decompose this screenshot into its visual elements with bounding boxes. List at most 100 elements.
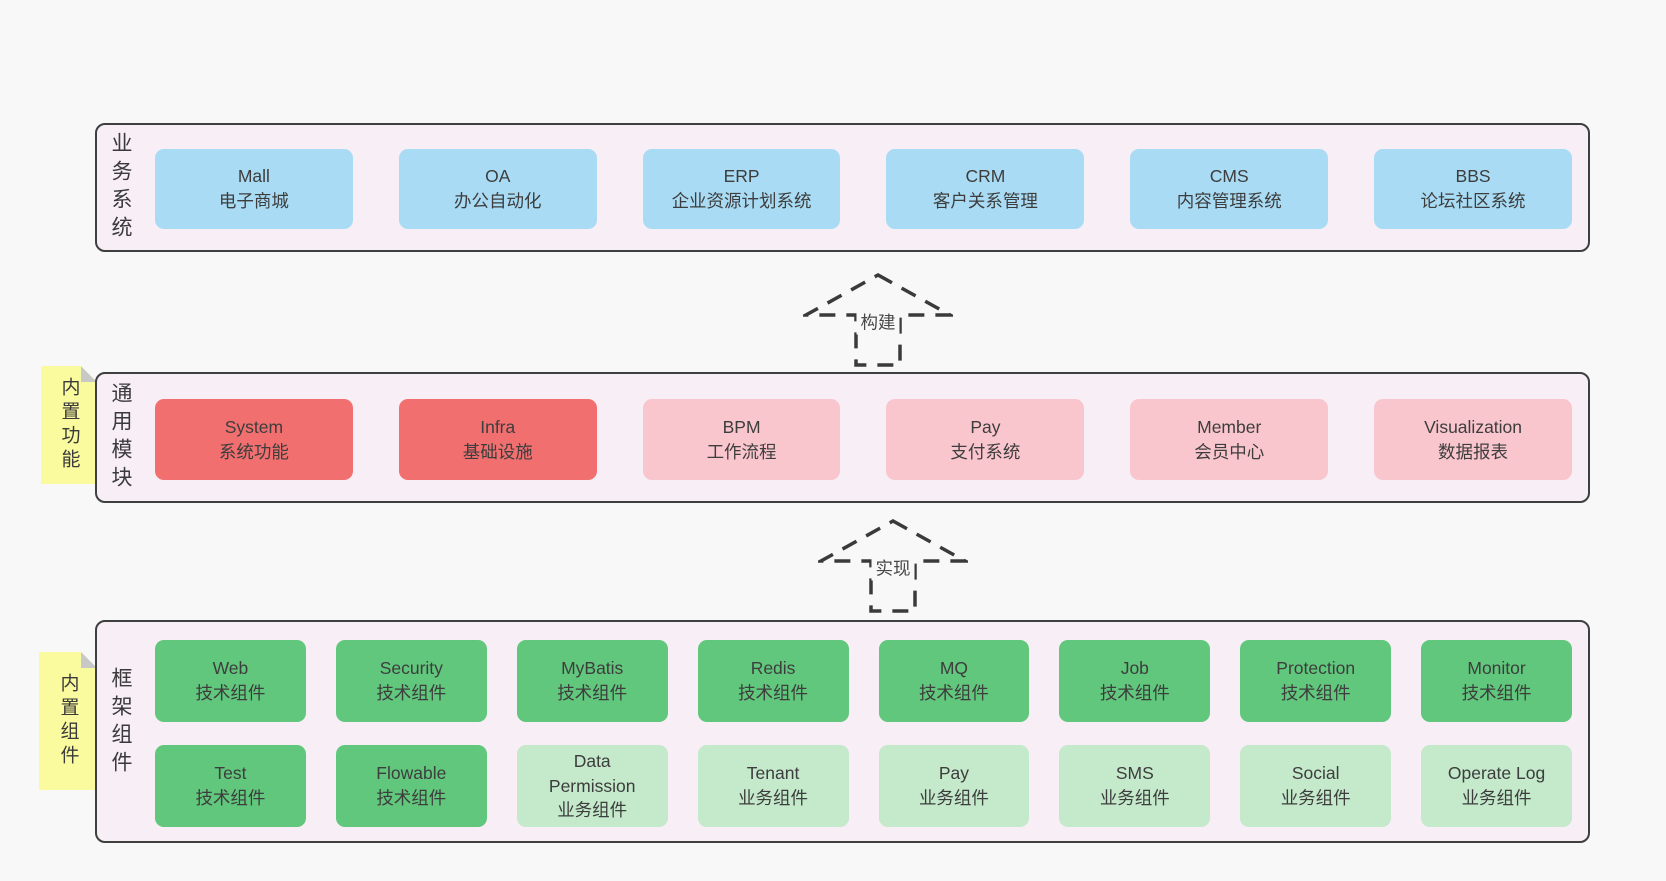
common-modules-panel: 通用模块 System 系统功能 Infra 基础设施 BPM 工作流程 Pay… <box>95 372 1590 503</box>
box-subtitle: 业务组件 <box>1280 788 1351 808</box>
box-subtitle: 办公自动化 <box>453 191 542 211</box>
business-systems-row: Mall 电子商城 OA 办公自动化 ERP 企业资源计划系统 CRM 客户关系… <box>155 149 1572 229</box>
implement-arrow-label: 实现 <box>871 555 915 581</box>
box-subtitle: 业务组件 <box>1099 788 1170 808</box>
box-tenant: Tenant 业务组件 <box>697 745 849 827</box>
box-subtitle: 技术组件 <box>557 683 628 703</box>
build-arrow: 构建 <box>803 272 953 368</box>
box-subtitle: 系统功能 <box>218 441 289 462</box>
box-pay-system: Pay 支付系统 <box>886 399 1085 480</box>
box-title: Pay <box>938 763 970 784</box>
box-title: Infra <box>480 416 516 437</box>
box-title: Mall <box>237 166 270 187</box>
box-title: Flowable <box>376 763 447 784</box>
box-subtitle: 基础设施 <box>462 441 533 462</box>
box-title: CMS <box>1209 166 1249 187</box>
box-system: System 系统功能 <box>155 399 353 480</box>
sticky-label: 内置组件 <box>57 673 79 769</box>
box-crm: CRM 客户关系管理 <box>886 149 1085 229</box>
box-subtitle: 数据报表 <box>1438 441 1509 462</box>
dashed-up-arrow-shape <box>803 272 953 367</box>
box-social: Social 业务组件 <box>1240 745 1392 827</box>
box-title: Social <box>1291 763 1340 784</box>
box-title: Job <box>1120 658 1149 679</box>
box-mq: MQ 技术组件 <box>878 640 1030 722</box>
box-sms: SMS 业务组件 <box>1059 745 1211 827</box>
box-web: Web 技术组件 <box>155 640 306 722</box>
box-protection: Protection 技术组件 <box>1240 640 1392 722</box>
box-bbs: BBS 论坛社区系统 <box>1374 149 1572 229</box>
box-title: Protection <box>1276 658 1356 679</box>
box-oa: OA 办公自动化 <box>398 149 597 229</box>
box-title: Data Permission <box>548 750 636 796</box>
box-title: MyBatis <box>561 658 624 679</box>
framework-components-row-1: Web 技术组件 Security 技术组件 MyBatis 技术组件 Redi… <box>155 640 1572 722</box>
box-subtitle: 业务组件 <box>918 788 989 808</box>
box-subtitle: 技术组件 <box>918 683 989 703</box>
box-job: Job 技术组件 <box>1059 640 1211 722</box>
dashed-up-arrow-shape <box>818 518 968 613</box>
box-flowable: Flowable 技术组件 <box>335 745 487 827</box>
box-subtitle: 技术组件 <box>376 683 447 703</box>
box-title: System <box>224 416 284 437</box>
box-subtitle: 技术组件 <box>195 683 266 703</box>
builtin-components-sticky-note: 内置组件 <box>39 652 97 790</box>
build-arrow-label: 构建 <box>856 309 900 335</box>
box-subtitle: 技术组件 <box>1099 683 1170 703</box>
box-mybatis: MyBatis 技术组件 <box>516 640 668 722</box>
box-title: Web <box>212 658 249 679</box>
business-systems-panel: 业务系统 Mall 电子商城 OA 办公自动化 ERP 企业资源计划系统 CRM… <box>95 123 1590 252</box>
box-title: SMS <box>1115 763 1154 784</box>
box-title: Visualization <box>1424 416 1523 437</box>
box-subtitle: 业务组件 <box>1461 788 1532 808</box>
box-title: CRM <box>965 166 1006 187</box>
box-subtitle: 技术组件 <box>1461 683 1532 703</box>
box-infra: Infra 基础设施 <box>398 399 597 480</box>
box-data-permission: Data Permission 业务组件 <box>516 745 668 827</box>
box-subtitle: 会员中心 <box>1194 441 1265 462</box>
box-subtitle: 技术组件 <box>1280 683 1351 703</box>
sticky-label: 内置功能 <box>58 377 80 473</box>
box-subtitle: 技术组件 <box>376 788 447 808</box>
box-operate-log: Operate Log 业务组件 <box>1421 745 1572 827</box>
box-subtitle: 业务组件 <box>557 800 628 821</box>
framework-components-label: 框架组件 <box>109 666 132 779</box>
box-title: Redis <box>750 658 796 679</box>
common-modules-label: 通用模块 <box>109 381 132 494</box>
box-title: BPM <box>722 416 761 437</box>
box-visualization: Visualization 数据报表 <box>1374 399 1572 480</box>
box-test: Test 技术组件 <box>155 745 306 827</box>
box-title: OA <box>485 166 511 187</box>
box-subtitle: 客户关系管理 <box>932 191 1038 211</box>
box-member: Member 会员中心 <box>1130 399 1329 480</box>
box-title: BBS <box>1455 166 1491 187</box>
box-mall: Mall 电子商城 <box>155 149 353 229</box>
box-monitor: Monitor 技术组件 <box>1421 640 1572 722</box>
box-subtitle: 业务组件 <box>738 788 809 808</box>
box-title: Tenant <box>746 763 800 784</box>
box-pay-component: Pay 业务组件 <box>878 745 1030 827</box>
framework-components-row-2: Test 技术组件 Flowable 技术组件 Data Permission … <box>155 745 1572 827</box>
implement-arrow: 实现 <box>818 518 968 614</box>
box-subtitle: 技术组件 <box>738 683 809 703</box>
box-bpm: BPM 工作流程 <box>642 399 841 480</box>
box-title: Operate Log <box>1447 763 1546 784</box>
box-title: Monitor <box>1467 658 1526 679</box>
box-subtitle: 工作流程 <box>706 441 777 462</box>
box-title: Test <box>214 763 247 784</box>
box-title: ERP <box>723 166 760 187</box>
box-title: Security <box>379 658 443 679</box>
common-modules-row: System 系统功能 Infra 基础设施 BPM 工作流程 Pay 支付系统… <box>155 399 1572 480</box>
box-security: Security 技术组件 <box>335 640 487 722</box>
box-subtitle: 论坛社区系统 <box>1420 191 1526 211</box>
framework-components-panel: 框架组件 Web 技术组件 Security 技术组件 MyBatis 技术组件… <box>95 620 1590 843</box>
box-redis: Redis 技术组件 <box>697 640 849 722</box>
box-subtitle: 内容管理系统 <box>1176 191 1282 211</box>
builtin-features-sticky-note: 内置功能 <box>41 366 97 484</box>
box-title: MQ <box>939 658 969 679</box>
box-subtitle: 技术组件 <box>195 788 266 808</box>
box-erp: ERP 企业资源计划系统 <box>642 149 841 229</box>
box-subtitle: 企业资源计划系统 <box>671 191 812 211</box>
box-subtitle: 电子商城 <box>218 191 289 211</box>
